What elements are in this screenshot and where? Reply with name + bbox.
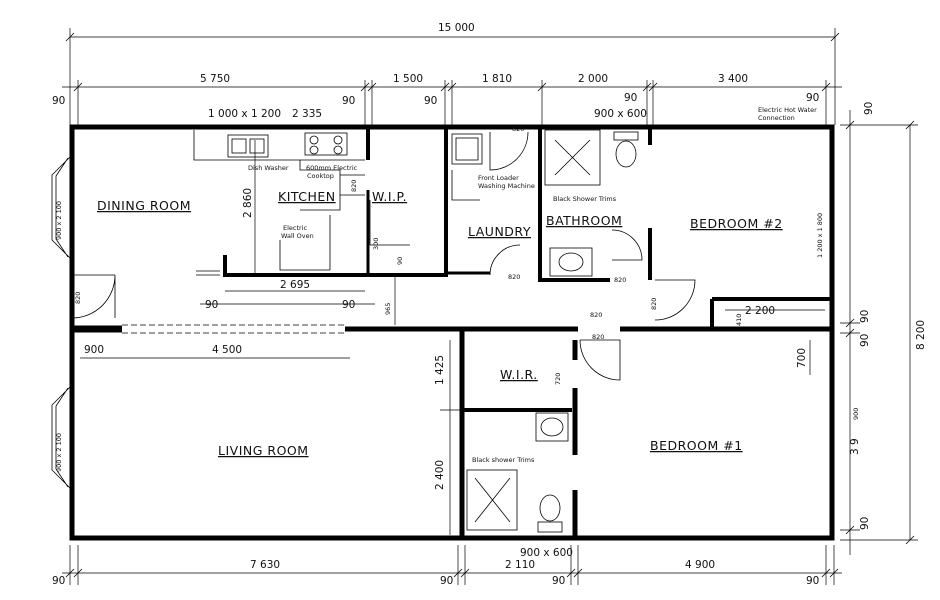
door-dim-1: 820 (512, 125, 524, 133)
living-4500-dim: 4 500 (212, 344, 242, 356)
kitchen-height-dim: 2 860 (242, 188, 254, 218)
dishwasher-note: Dish Washer (248, 164, 289, 172)
bottom-wall-dim-4: 90 (806, 575, 819, 587)
right-wall-dim-2: 90 (859, 310, 871, 323)
fixtures (193, 129, 639, 533)
hall-dim: 965 (384, 303, 392, 315)
doors (71, 131, 696, 381)
cooktop-note-2: Cooktop (307, 172, 334, 180)
room-kitchen: KITCHEN (278, 189, 336, 204)
overall-width-label: 15 000 (438, 22, 475, 34)
right-wall-dim-4: 90 (859, 517, 871, 530)
wir-2400-dim: 2 400 (434, 460, 446, 490)
bedroom2-2200-dim: 2 200 (745, 305, 775, 317)
room-bathroom: BATHROOM (546, 213, 622, 228)
room-bedroom1: BEDROOM #1 (650, 438, 743, 453)
kitchen-width-dim: 2 695 (280, 279, 310, 291)
living-900-dim: 900 (84, 344, 104, 356)
overall-height-label: 8 200 (915, 320, 927, 350)
oven-note-2: Wall Oven (281, 232, 314, 240)
bottom-wall-dim-3: 90 (552, 575, 565, 587)
bottom-dim-right: 4 900 (685, 559, 715, 571)
bay-windows (51, 154, 73, 491)
kitchen-wall-dim-2: 90 (342, 299, 355, 311)
bedroom2-410-dim: 410 (735, 314, 743, 326)
cooktop-note-1: 600mm Electric (306, 164, 358, 172)
room-living: LIVING ROOM (218, 443, 309, 458)
kitchen-wall-dim-1: 90 (205, 299, 218, 311)
right-wall-dim-1: 90 (863, 102, 875, 115)
top-dim-5: 3 400 (718, 73, 748, 85)
room-dining: DINING ROOM (97, 198, 191, 213)
kitchen-window-label: 1 000 x 1 200 (208, 108, 281, 120)
bath-shower-note: Black Shower Trims (553, 195, 617, 203)
dimension-lines (62, 28, 918, 585)
wir-1425-dim: 1 425 (434, 355, 446, 385)
door-dim-6: 820 (650, 298, 658, 310)
room-bedroom2: BEDROOM #2 (690, 216, 783, 231)
door-dim-8: 820 (350, 180, 358, 192)
room-wip: W.I.P. (372, 189, 407, 204)
walls (69, 124, 835, 541)
washer-note-1: Front Loader (478, 174, 519, 182)
washer-note-2: Washing Machine (478, 182, 535, 190)
bottom-dim-middle: 2 110 (505, 559, 535, 571)
top-dim-3: 1 810 (482, 73, 512, 85)
top-dim-4: 2 000 (578, 73, 608, 85)
door-dim-3: 820 (614, 276, 626, 284)
wip-300-dim: 300 (372, 238, 380, 250)
door-dim-2: 820 (508, 273, 520, 281)
wip-90-dim: 90 (396, 257, 404, 265)
kitchen-window-dim: 2 335 (292, 108, 322, 120)
bedroom1-window-label: 900 (852, 408, 860, 420)
right-dim-lower: 3 9 (849, 438, 861, 455)
top-wall-dim-5: 90 (806, 92, 819, 104)
room-wir: W.I.R. (500, 367, 538, 382)
bottom-wall-dim-1: 90 (52, 575, 65, 587)
bedroom2-window-label: 1 200 x 1 800 (816, 213, 824, 258)
door-dim-5: 820 (592, 333, 604, 341)
living-window-label: 900 x 2 100 (55, 433, 63, 472)
right-wall-dim-3: 90 (859, 334, 871, 347)
dining-window-label: 900 x 2 100 (55, 201, 63, 240)
top-wall-dim-1: 90 (52, 95, 65, 107)
top-dim-2: 1 500 (393, 73, 423, 85)
ensuite-shower-note: Black shower Trims (472, 456, 535, 464)
top-wall-dim-4: 90 (624, 92, 637, 104)
oven-note-1: Electric (283, 224, 308, 232)
hot-water-note-2: Connection (758, 114, 795, 122)
bedroom1-700-dim: 700 (796, 348, 808, 368)
bottom-wall-dim-2: 90 (440, 575, 453, 587)
room-laundry: LAUNDRY (468, 224, 531, 239)
top-wall-dim-3: 90 (424, 95, 437, 107)
door-dim-4: 820 (590, 311, 602, 319)
top-dim-1: 5 750 (200, 73, 230, 85)
door-dim-7: 820 (74, 292, 82, 304)
bath-window-label: 900 x 600 (594, 108, 647, 120)
hot-water-note-1: Electric Hot Water (758, 106, 817, 114)
ensuite-window-label: 900 x 600 (520, 547, 573, 559)
wir-720-dim: 720 (554, 373, 562, 385)
top-wall-dim-2: 90 (342, 95, 355, 107)
bottom-dim-left: 7 630 (250, 559, 280, 571)
